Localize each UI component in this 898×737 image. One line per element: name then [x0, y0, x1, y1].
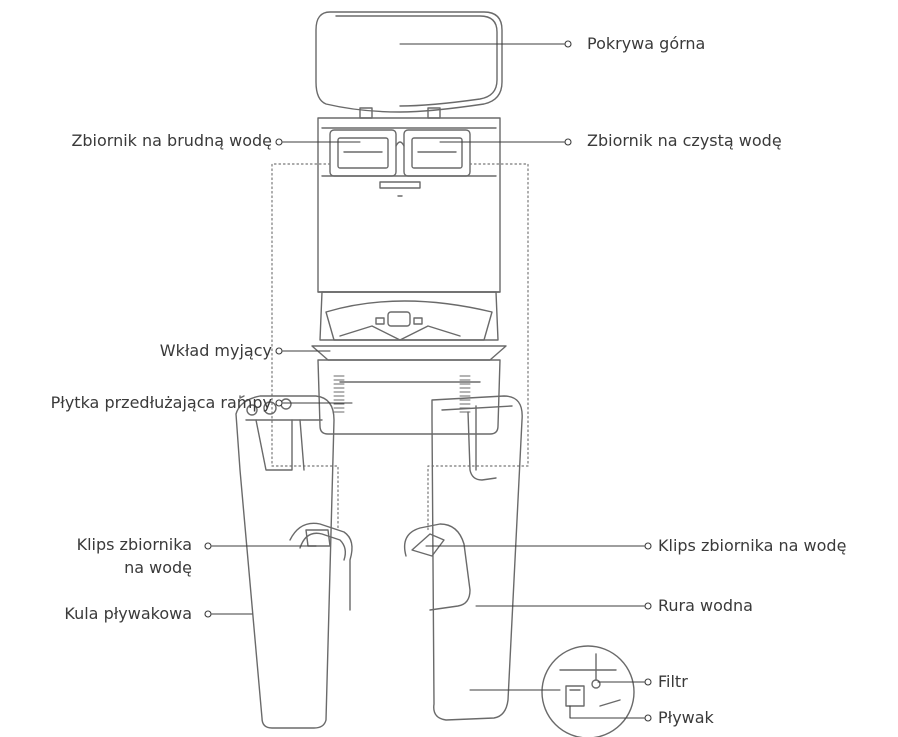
label-clean-water-tank: Zbiornik na czystą wodę [587, 131, 782, 150]
station-base [311, 291, 507, 435]
top-cover-shape [315, 11, 503, 119]
label-tank-clip-right: Klips zbiornika na wodę [658, 536, 847, 555]
label-ramp-extension: Płytka przedłużająca rampy [50, 393, 272, 412]
label-float-ball: Kula pływakowa [64, 604, 192, 623]
label-filter: Filtr [658, 672, 688, 691]
right-tank-shape [403, 395, 523, 721]
label-float: Pływak [658, 708, 714, 727]
filter-inset [541, 645, 635, 737]
station-upper-body [317, 117, 501, 293]
label-tank-clip-left-line1: Klips zbiornika [76, 535, 192, 554]
left-tank-shape [235, 395, 353, 729]
label-water-pipe: Rura wodna [658, 596, 753, 615]
label-dirty-water-tank: Zbiornik na brudną wodę [71, 131, 272, 150]
dotted-guides [271, 163, 529, 531]
label-tank-clip-left-line2: na wodę [124, 558, 192, 577]
leader-lines [204, 40, 652, 722]
label-cleaning-tray: Wkład myjący [159, 341, 272, 360]
label-top-cover: Pokrywa górna [587, 34, 706, 53]
